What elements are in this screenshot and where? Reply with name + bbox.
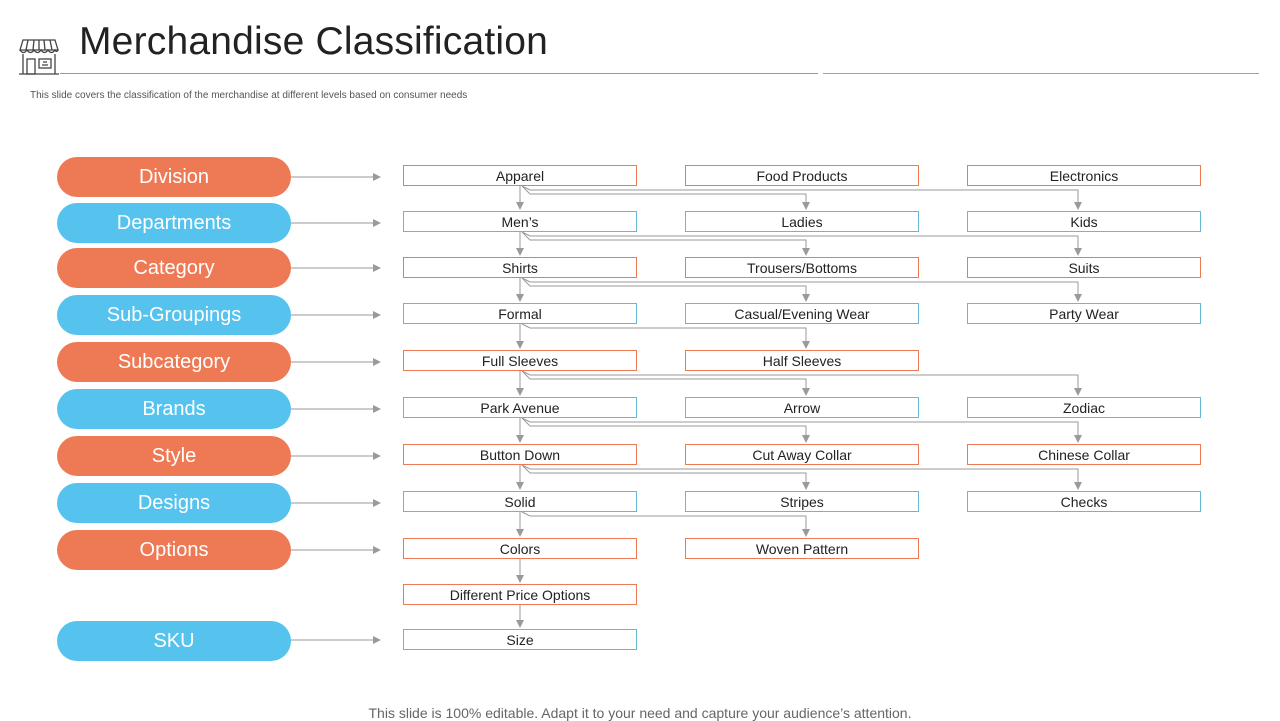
level-pill-sub-groupings: Sub-Groupings [57,295,291,335]
title-divider-orange [60,73,818,74]
node-different-price-options: Different Price Options [403,584,637,605]
node-kids: Kids [967,211,1201,232]
branch-connector-arrow [521,185,810,210]
node-colors: Colors [403,538,637,559]
node-zodiac: Zodiac [967,397,1201,418]
branch-connector-arrow [521,231,1082,256]
branch-connector-arrow [521,277,810,302]
branch-connector-arrow [521,231,810,256]
node-party-wear: Party Wear [967,303,1201,324]
node-suits: Suits [967,257,1201,278]
branch-connector-arrow [521,323,810,349]
node-electronics: Electronics [967,165,1201,186]
branch-connector-arrow [521,511,810,537]
node-chinese-collar: Chinese Collar [967,444,1201,465]
node-button-down: Button Down [403,444,637,465]
node-park-avenue: Park Avenue [403,397,637,418]
level-pill-designs: Designs [57,483,291,523]
storefront-icon [19,39,59,75]
branch-connector-arrow [521,370,810,396]
node-casual-evening-wear: Casual/Evening Wear [685,303,919,324]
branch-connector-arrow [521,277,1082,302]
branch-connector-arrow [521,417,810,443]
node-ladies: Ladies [685,211,919,232]
level-pill-sku: SKU [57,621,291,661]
level-pill-brands: Brands [57,389,291,429]
node-full-sleeves: Full Sleeves [403,350,637,371]
node-trousers-bottoms: Trousers/Bottoms [685,257,919,278]
footer-note: This slide is 100% editable. Adapt it to… [368,705,912,721]
node-apparel: Apparel [403,165,637,186]
level-pill-departments: Departments [57,203,291,243]
level-pill-options: Options [57,530,291,570]
node-half-sleeves: Half Sleeves [685,350,919,371]
node-stripes: Stripes [685,491,919,512]
branch-connector-arrow [521,370,1082,396]
node-arrow: Arrow [685,397,919,418]
page-title: Merchandise Classification [79,20,549,63]
branch-connector-arrow [521,185,1082,210]
node-woven-pattern: Woven Pattern [685,538,919,559]
node-formal: Formal [403,303,637,324]
branch-connector-arrow [521,417,1082,443]
node-mens: Men’s [403,211,637,232]
level-pill-subcategory: Subcategory [57,342,291,382]
branch-connector-arrow [521,464,1082,490]
level-pill-style: Style [57,436,291,476]
slide-subtitle: This slide covers the classification of … [30,90,468,101]
node-shirts: Shirts [403,257,637,278]
node-solid: Solid [403,491,637,512]
node-checks: Checks [967,491,1201,512]
branch-connector-arrow [521,464,810,490]
node-food-products: Food Products [685,165,919,186]
level-pill-category: Category [57,248,291,288]
node-size: Size [403,629,637,650]
level-pill-division: Division [57,157,291,197]
title-divider-blue [823,73,1259,74]
node-cut-away-collar: Cut Away Collar [685,444,919,465]
